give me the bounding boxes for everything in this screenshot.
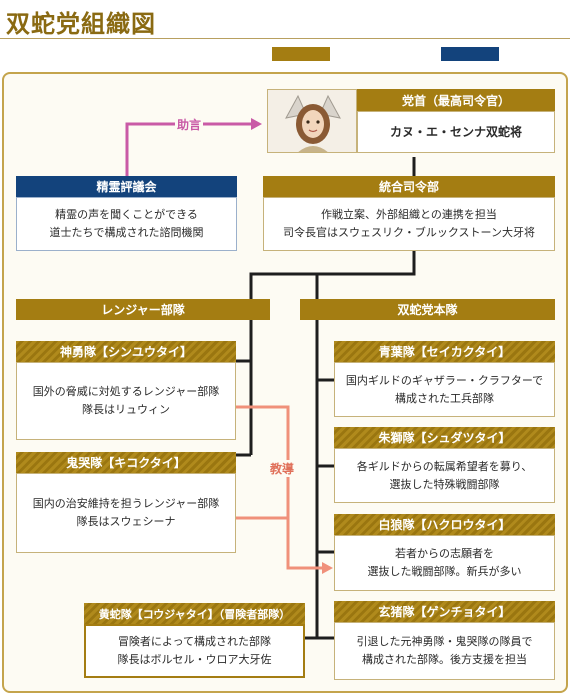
- page-title: 双蛇党組織図: [6, 9, 156, 38]
- main-force-header: 双蛇党本隊: [300, 299, 555, 320]
- main-unit-line: 各ギルドからの転属希望者を募り、: [356, 459, 533, 473]
- main-unit-body: 国内ギルドのギャザラー・クラフターで 構成された工兵部隊: [334, 362, 555, 417]
- main-unit-header: 青葉隊【セイカクタイ】: [334, 341, 555, 362]
- main-unit-header: 朱獅隊【シュダツタイ】: [334, 427, 555, 448]
- adventurer-header: 黄蛇隊【コウジャタイ】（冒険者部隊）: [84, 603, 305, 624]
- command-header: 統合司令部: [263, 176, 555, 197]
- council-body: 精霊の声を聞くことができる 道士たちで構成された諮問機関: [16, 197, 237, 251]
- command-line: 作戦立案、外部組織との連携を担当: [321, 208, 497, 221]
- main-unit-header: 白狼隊【ハクロウタイ】: [334, 514, 555, 535]
- ranger-header: レンジャー部隊: [16, 299, 270, 320]
- ranger-unit-line: 国内の治安維持を担うレンジャー部隊: [32, 497, 220, 510]
- main-unit-header: 玄猪隊【ゲンチョタイ】: [334, 601, 555, 622]
- main-unit-line: 選抜した戦闘部隊。新兵が多い: [367, 565, 522, 578]
- main-unit-line: 構成された部隊。後方支援を担当: [362, 653, 527, 666]
- ranger-unit-line: 国外の脅威に対処するレンジャー部隊: [32, 385, 220, 398]
- main-unit-body: 引退した元神勇隊・鬼哭隊の隊員で 構成された部隊。後方支援を担当: [334, 622, 555, 680]
- council-header: 精霊評議会: [16, 176, 237, 197]
- title-divider: [0, 38, 570, 39]
- training-label: 教導: [268, 460, 297, 477]
- main-unit-line: 若者からの志願者を: [395, 547, 494, 560]
- council-line: 精霊の声を聞くことができる: [55, 208, 198, 221]
- council-line: 道士たちで構成された諮問機関: [49, 226, 204, 239]
- ranger-unit-line: 隊長はリュウィン: [82, 403, 170, 416]
- supreme-header: 党首（最高司令官）: [357, 89, 555, 111]
- adventurer-body: 冒険者によって構成された部隊 隊長はボルセル・ウロア大牙佐: [84, 624, 305, 678]
- legend-swatch-navy: [441, 47, 499, 61]
- ranger-unit-line: 隊長はスウェシーナ: [76, 515, 176, 528]
- supreme-name-text: カヌ・エ・センナ双蛇将: [389, 125, 522, 139]
- main-unit-line: 引退した元神勇隊・鬼哭隊の隊員で: [356, 635, 533, 648]
- command-line: 司令長官はスウェスリク・ブルックストーン大牙将: [283, 226, 535, 239]
- ranger-unit-header: 鬼哭隊【キコクタイ】: [16, 452, 236, 473]
- leader-portrait: [267, 89, 357, 153]
- main-unit-body: 若者からの志願者を 選抜した戦闘部隊。新兵が多い: [334, 535, 555, 591]
- adventurer-line: 隊長はボルセル・ウロア大牙佐: [117, 653, 272, 666]
- ranger-unit-body: 国外の脅威に対処するレンジャー部隊 隊長はリュウィン: [16, 362, 236, 440]
- legend-swatch-gold: [272, 47, 330, 61]
- ranger-unit-header: 神勇隊【シンユウタイ】: [16, 341, 236, 362]
- adventurer-line: 冒険者によって構成された部隊: [117, 635, 272, 648]
- main-unit-line: 構成された工兵部隊: [395, 391, 494, 405]
- supreme-name: カヌ・エ・センナ双蛇将: [357, 111, 555, 153]
- advice-label: 助言: [175, 116, 204, 133]
- command-body: 作戦立案、外部組織との連携を担当 司令長官はスウェスリク・ブルックストーン大牙将: [263, 197, 555, 251]
- ranger-unit-body: 国内の治安維持を担うレンジャー部隊 隊長はスウェシーナ: [16, 473, 236, 553]
- main-unit-line: 選抜した特殊戦闘部隊: [389, 477, 500, 491]
- main-unit-line: 国内ギルドのギャザラー・クラフターで: [345, 373, 544, 387]
- main-unit-body: 各ギルドからの転属希望者を募り、 選抜した特殊戦闘部隊: [334, 448, 555, 503]
